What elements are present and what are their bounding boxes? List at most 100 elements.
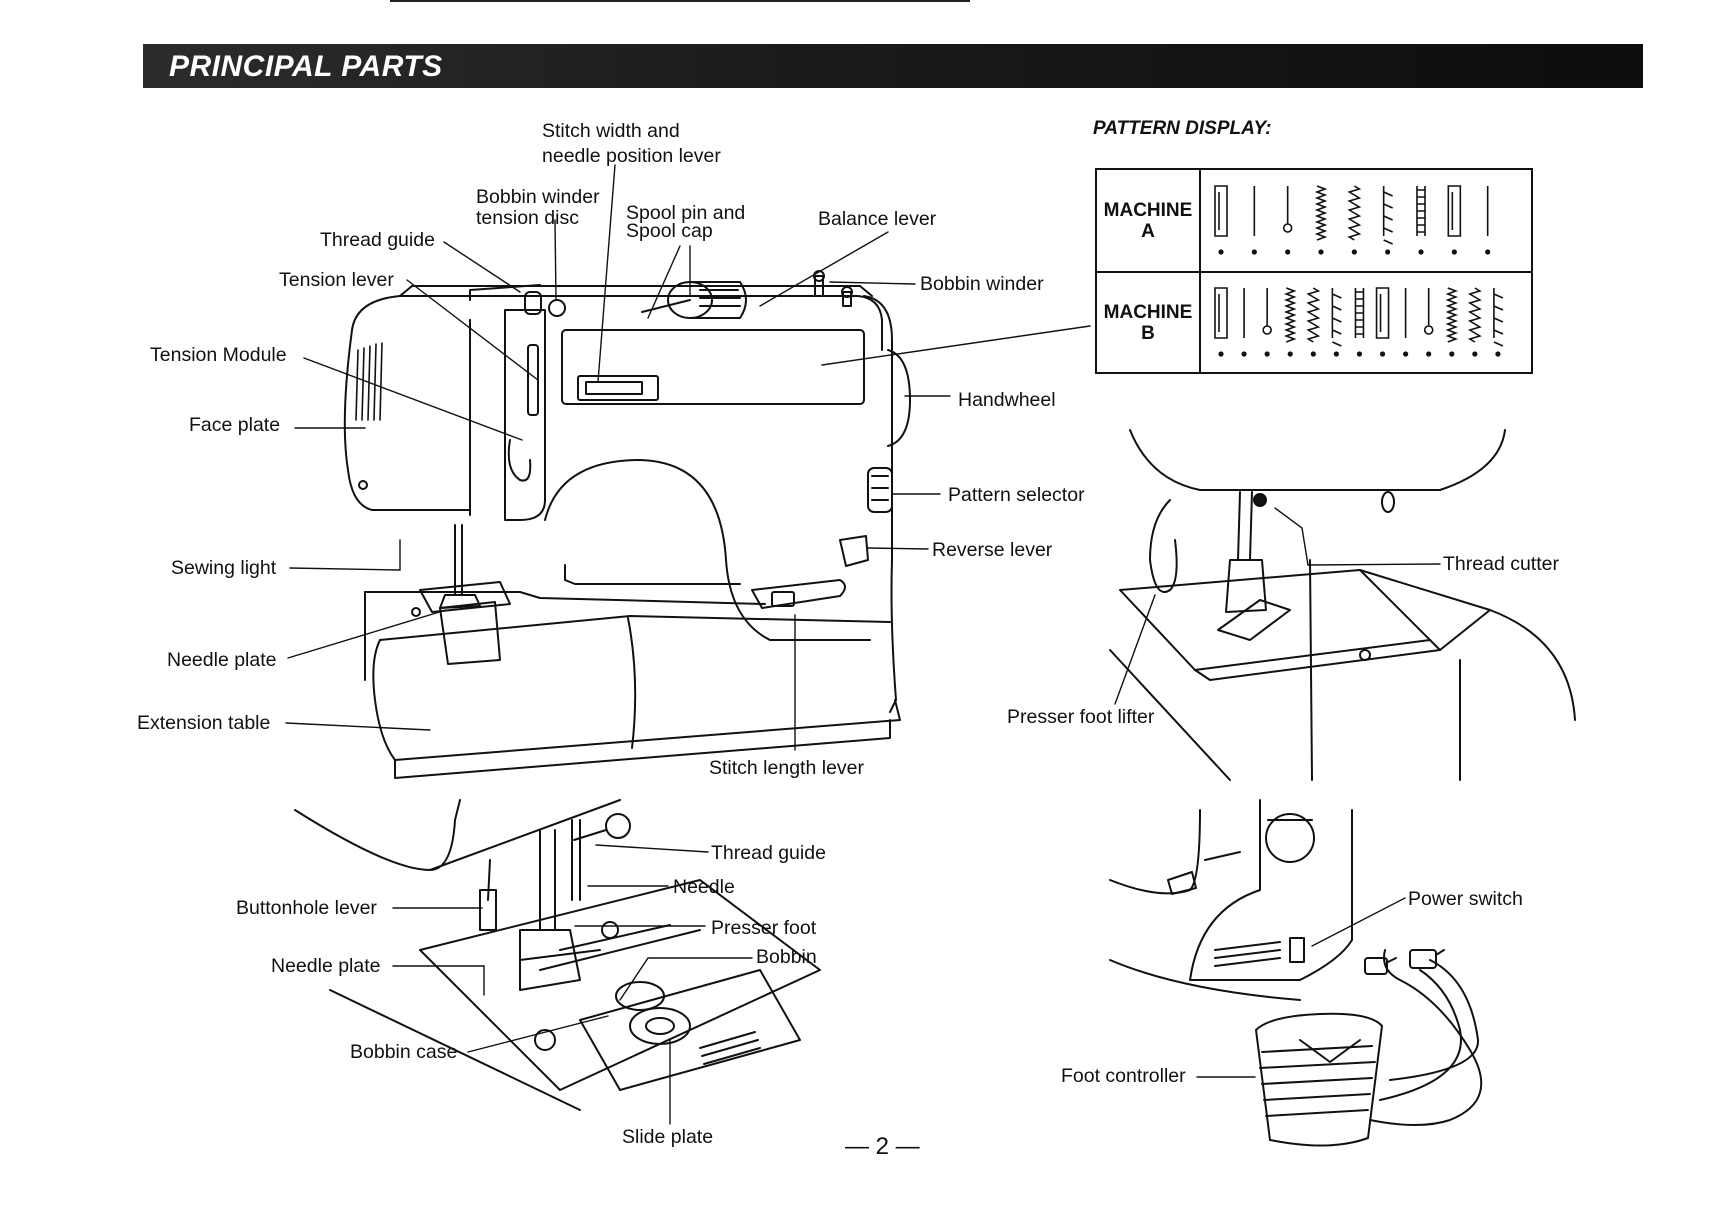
pattern-display-table: MACHINE A MACHINE B bbox=[1095, 168, 1533, 374]
label-slide-plate: Slide plate bbox=[622, 1126, 714, 1148]
stitch-pattern-glyph bbox=[1241, 288, 1247, 357]
pattern-row-machine-b: MACHINE B bbox=[1097, 272, 1531, 373]
stitch-pattern-glyph bbox=[1214, 185, 1228, 255]
stitch-pattern-glyph bbox=[1306, 287, 1321, 357]
stitch-pattern-glyph bbox=[1447, 185, 1462, 255]
stitch-pattern-glyph bbox=[1382, 186, 1393, 255]
sewing-machine-drawing bbox=[343, 270, 911, 779]
label-bobbin-winder: Bobbin winder bbox=[920, 273, 1044, 295]
stitch-pattern-glyph bbox=[1314, 185, 1328, 255]
machine-a-line1: MACHINE bbox=[1103, 199, 1193, 221]
label-pattern-selector: Pattern selector bbox=[948, 484, 1085, 506]
thread-cutter-drawing bbox=[1109, 429, 1576, 781]
stitch-dot bbox=[1418, 249, 1424, 255]
stitch-pattern-glyph bbox=[1331, 288, 1342, 357]
main-leader-lines bbox=[285, 164, 1091, 751]
label-foot-controller: Foot controller bbox=[1061, 1065, 1186, 1087]
stitch-pattern-glyph bbox=[1403, 288, 1409, 357]
label-needle-plate: Needle plate bbox=[167, 649, 277, 671]
machine-b-name: MACHINE B bbox=[1097, 272, 1201, 373]
label-stitch-width-line1: Stitch width and bbox=[542, 120, 680, 142]
machine-a-name: MACHINE A bbox=[1097, 170, 1201, 271]
needle-leader-lines bbox=[392, 844, 753, 1125]
label-presser-foot-lifter: Presser foot lifter bbox=[1007, 706, 1155, 728]
label-stitch-width-line2: needle position lever bbox=[542, 145, 721, 167]
top-rule bbox=[390, 0, 970, 2]
stitch-pattern-glyph bbox=[1354, 288, 1365, 357]
stitch-pattern-glyph bbox=[1467, 287, 1482, 357]
stitch-dot bbox=[1472, 351, 1478, 357]
stitch-pattern-glyph bbox=[1262, 288, 1272, 357]
label-spool-pin-line1: Spool pin and bbox=[626, 202, 746, 224]
label-presser-foot: Presser foot bbox=[711, 917, 817, 939]
stitch-dot bbox=[1333, 351, 1339, 357]
label-power-switch: Power switch bbox=[1408, 888, 1523, 910]
stitch-dot bbox=[1285, 249, 1291, 255]
label-reverse-lever: Reverse lever bbox=[932, 539, 1053, 561]
label-sewing-light: Sewing light bbox=[171, 557, 277, 579]
stitch-dot bbox=[1287, 351, 1293, 357]
stitch-dot bbox=[1310, 351, 1316, 357]
stitch-dot bbox=[1449, 351, 1455, 357]
pattern-display-title: PATTERN DISPLAY: bbox=[1093, 118, 1272, 139]
label-tension-lever: Tension lever bbox=[279, 269, 394, 291]
label-buttonhole-lever: Buttonhole lever bbox=[236, 897, 377, 919]
needle-area-drawing bbox=[294, 799, 821, 1111]
section-header-bar: PRINCIPAL PARTS bbox=[143, 44, 1643, 88]
label-needle-plate-lower: Needle plate bbox=[271, 955, 381, 977]
label-face-plate: Face plate bbox=[189, 414, 281, 436]
stitch-pattern-glyph bbox=[1416, 186, 1426, 255]
label-thread-guide: Thread guide bbox=[320, 229, 435, 251]
stitch-dot bbox=[1385, 249, 1391, 255]
stitch-dot bbox=[1451, 249, 1457, 255]
cutter-leader-lines bbox=[1114, 507, 1441, 705]
power-leader-lines bbox=[1196, 897, 1406, 1078]
stitch-dot bbox=[1218, 249, 1224, 255]
machine-b-line2: B bbox=[1141, 322, 1155, 344]
stitch-dot bbox=[1356, 351, 1363, 357]
label-spool-pin-line2: Spool cap bbox=[626, 220, 713, 242]
label-bobbin-case: Bobbin case bbox=[350, 1041, 458, 1063]
stitch-dot bbox=[1251, 249, 1257, 255]
label-handwheel: Handwheel bbox=[958, 389, 1056, 411]
label-bobbin-winder-tension-line1: Bobbin winder bbox=[476, 186, 600, 208]
stitch-dot bbox=[1218, 351, 1224, 357]
label-thread-guide-needle: Thread guide bbox=[711, 842, 826, 864]
machine-b-stitch-patterns bbox=[1214, 287, 1504, 357]
machine-a-stitch-patterns bbox=[1214, 185, 1491, 255]
machine-b-line1: MACHINE bbox=[1103, 301, 1193, 323]
stitch-pattern-glyph bbox=[1375, 287, 1390, 357]
label-extension-table: Extension table bbox=[137, 712, 271, 734]
stitch-dot bbox=[1485, 249, 1491, 255]
stitch-dot bbox=[1351, 249, 1357, 255]
label-thread-cutter: Thread cutter bbox=[1443, 553, 1559, 575]
label-balance-lever: Balance lever bbox=[818, 208, 937, 230]
stitch-pattern-glyph bbox=[1214, 287, 1228, 357]
stitch-pattern-glyph bbox=[1493, 288, 1504, 357]
stitch-dot bbox=[1403, 351, 1409, 357]
stitch-dot bbox=[1241, 351, 1247, 357]
stitch-dot bbox=[1318, 249, 1324, 255]
stitch-pattern-glyph bbox=[1283, 287, 1297, 357]
label-needle: Needle bbox=[673, 876, 735, 898]
machine-a-line2: A bbox=[1141, 220, 1155, 242]
pattern-row-machine-a: MACHINE A bbox=[1097, 170, 1531, 273]
stitch-dot bbox=[1264, 351, 1270, 357]
stitch-pattern-glyph bbox=[1282, 186, 1293, 255]
label-bobbin: Bobbin bbox=[756, 946, 817, 968]
label-bobbin-winder-tension-line2: tension disc bbox=[476, 207, 579, 229]
stitch-pattern-glyph bbox=[1485, 186, 1491, 255]
label-tension-module: Tension Module bbox=[150, 344, 287, 366]
stitch-dot bbox=[1379, 351, 1386, 357]
power-area-drawing bbox=[1109, 799, 1483, 1147]
stitch-dot bbox=[1426, 351, 1432, 357]
page-number: — 2 — bbox=[845, 1133, 920, 1160]
stitch-pattern-glyph bbox=[1347, 185, 1362, 255]
stitch-pattern-glyph bbox=[1445, 287, 1459, 357]
stitch-dot bbox=[1495, 351, 1501, 357]
stitch-pattern-glyph bbox=[1423, 288, 1434, 357]
label-stitch-length-lever: Stitch length lever bbox=[709, 757, 865, 779]
section-title: PRINCIPAL PARTS bbox=[169, 50, 443, 83]
